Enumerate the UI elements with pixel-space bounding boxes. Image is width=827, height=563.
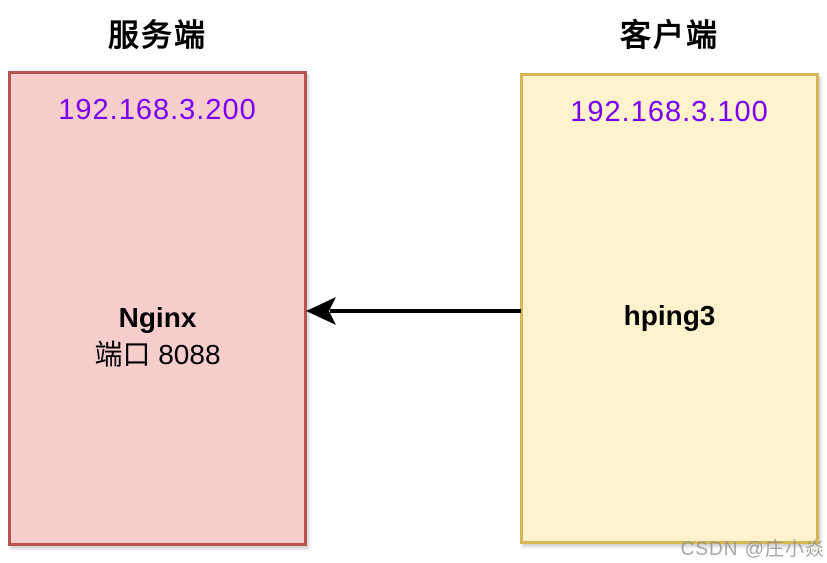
client-node-title: 客户端 — [620, 18, 719, 53]
server-node-title: 服务端 — [108, 18, 207, 53]
client-ip-label: 192.168.3.100 — [570, 96, 769, 128]
client-to-server-arrow-icon — [306, 297, 521, 325]
client-app-name: hping3 — [623, 300, 716, 331]
server-port-label: 端口 8088 — [94, 339, 221, 370]
server-node-box: 192.168.3.200 Nginx 端口 8088 — [8, 71, 307, 546]
server-app-name: Nginx — [118, 302, 197, 333]
watermark-text: CSDN @庄小焱 — [680, 539, 825, 560]
client-center-text: hping3 — [523, 298, 816, 334]
server-ip-label: 192.168.3.200 — [58, 94, 257, 126]
server-center-text: Nginx 端口 8088 — [11, 300, 304, 374]
client-node-box: 192.168.3.100 hping3 — [520, 73, 819, 544]
